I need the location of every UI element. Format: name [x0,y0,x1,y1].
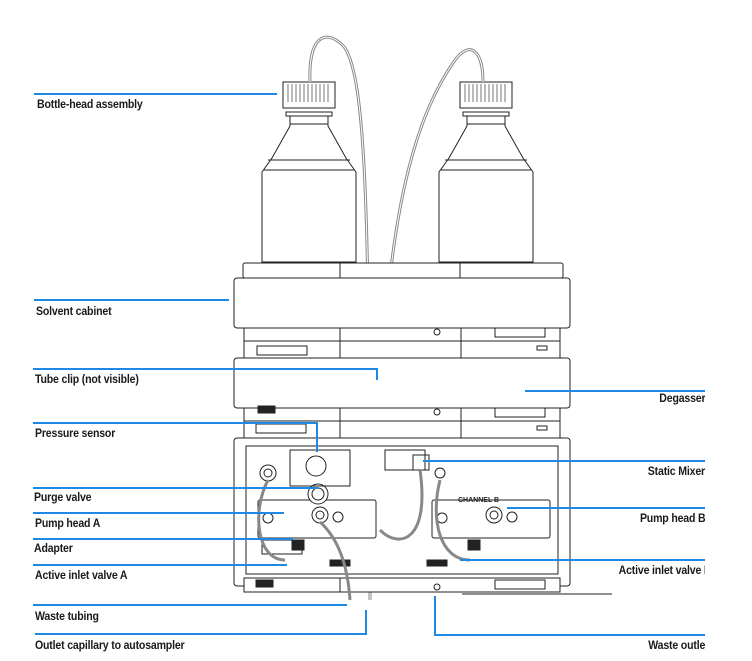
solvent-cabinet-drawing [233,262,571,359]
right-labels-clip: Degasser Static Mixer Pump head B Active… [480,0,705,661]
label-pump-head-a: Pump head A [35,516,101,530]
label-waste-tubing: Waste tubing [35,609,99,623]
label-waste-outlet: Waste outlet [647,638,705,652]
label-outlet-capillary: Outlet capillary to autosampler [35,638,185,652]
label-active-inlet-valve-a: Active inlet valve A [35,568,128,582]
solvent-bottle-right [438,81,534,263]
label-solvent-cabinet: Solvent cabinet [36,304,112,318]
solvent-bottle-left [261,81,357,263]
label-static-mixer: Static Mixer [647,464,705,478]
label-purge-valve: Purge valve [34,490,92,504]
label-bottle-head-assembly: Bottle-head assembly [37,97,143,111]
label-active-inlet-valve-b: Active inlet valve B [618,563,705,577]
label-tube-clip: Tube clip (not visible) [35,372,139,386]
label-pump-head-b: Pump head B [639,511,705,525]
degasser-drawing [233,357,571,439]
leader-tube-clip [33,368,378,380]
label-pressure-sensor: Pressure sensor [35,426,116,440]
pump-module-drawing [233,437,612,595]
label-degasser: Degasser [658,391,705,405]
leader-waste-outlet [434,596,705,636]
channel-b-marking: CHANNEL B [458,497,499,504]
leader-lines [33,93,705,636]
leader-pressure-sensor [33,422,318,452]
label-adapter: Adapter [34,541,73,555]
leader-outlet-capillary [35,610,367,635]
